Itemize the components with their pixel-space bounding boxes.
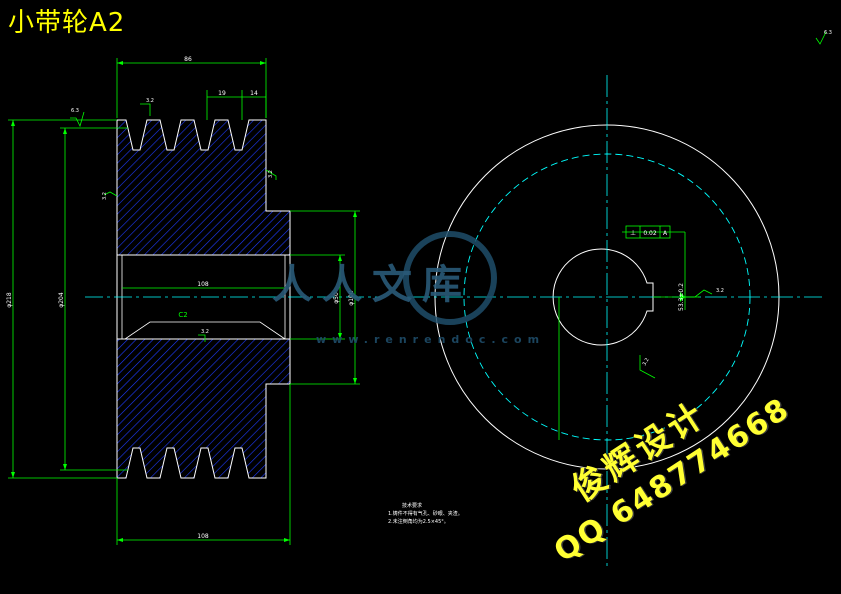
- rough-label-c: 3.2: [268, 170, 274, 178]
- dim-bottom-width: 108: [197, 533, 209, 540]
- tech-notes-line2: 2.未注倒角均为2.5×45°。: [388, 519, 449, 525]
- rough-label-b: 3.2: [146, 98, 154, 104]
- watermark-site-url: www.renrendoc.com: [316, 333, 546, 346]
- upper-section-hatch: [116, 119, 291, 256]
- section-view: 86 19 14 φ218 φ204 φ50 φ100 108 108 6.3 …: [6, 56, 380, 545]
- corner-roughness-value: 6.3: [824, 30, 832, 36]
- front-view: 53.3±0.2 3.2 ⊥ 0.02 A 3.2: [408, 75, 822, 567]
- dim-chamfer: C2: [178, 311, 187, 319]
- dim-hub: φ100: [348, 290, 355, 306]
- tolerance-value: 0.02: [643, 230, 657, 237]
- tolerance-symbol: ⊥: [630, 229, 636, 237]
- bore-with-keyway: [552, 248, 654, 346]
- dim-bore-length: 108: [197, 281, 209, 288]
- rough-label-e: 3.2: [201, 329, 209, 335]
- dim-bore: φ50: [333, 292, 340, 304]
- dim-pitch-diameter: φ204: [58, 292, 65, 308]
- corner-roughness: 6.3: [815, 30, 832, 45]
- site-logo-icon: [403, 231, 497, 325]
- dim-groove-pitch: 19: [218, 90, 226, 97]
- drawing-title: 小带轮A2: [8, 8, 126, 38]
- tech-notes-line1: 1.铸件不得有气孔、砂眼、夹渣。: [388, 511, 463, 517]
- section-dimensions: [8, 58, 360, 545]
- rough-label-d: 3.2: [102, 192, 108, 200]
- technical-notes: 技术要求 1.铸件不得有气孔、砂眼、夹渣。 2.未注倒角均为2.5×45°。: [388, 502, 463, 526]
- dim-outer-diameter: φ218: [6, 292, 13, 308]
- rough-label-a: 6.3: [71, 108, 79, 114]
- keyway-depth: 53.3±0.2: [678, 283, 685, 311]
- keyway-roughness: 3.2: [716, 288, 724, 294]
- keyway-dims: [558, 225, 713, 440]
- section-arrowheads: [11, 61, 357, 542]
- lower-section-hatch: [116, 338, 291, 479]
- dim-top-width: 86: [184, 56, 192, 63]
- section-dim-text: 86 19 14 φ218 φ204 φ50 φ100 108 108 6.3 …: [6, 56, 355, 540]
- tolerance-datum: A: [663, 230, 668, 237]
- tech-notes-heading: 技术要求: [402, 503, 423, 509]
- key-roughness: 3.2: [642, 357, 651, 367]
- watermark-site-name: 人人文库: [272, 262, 472, 308]
- dim-groove-edge: 14: [250, 90, 258, 97]
- chamfer-line: [124, 321, 286, 340]
